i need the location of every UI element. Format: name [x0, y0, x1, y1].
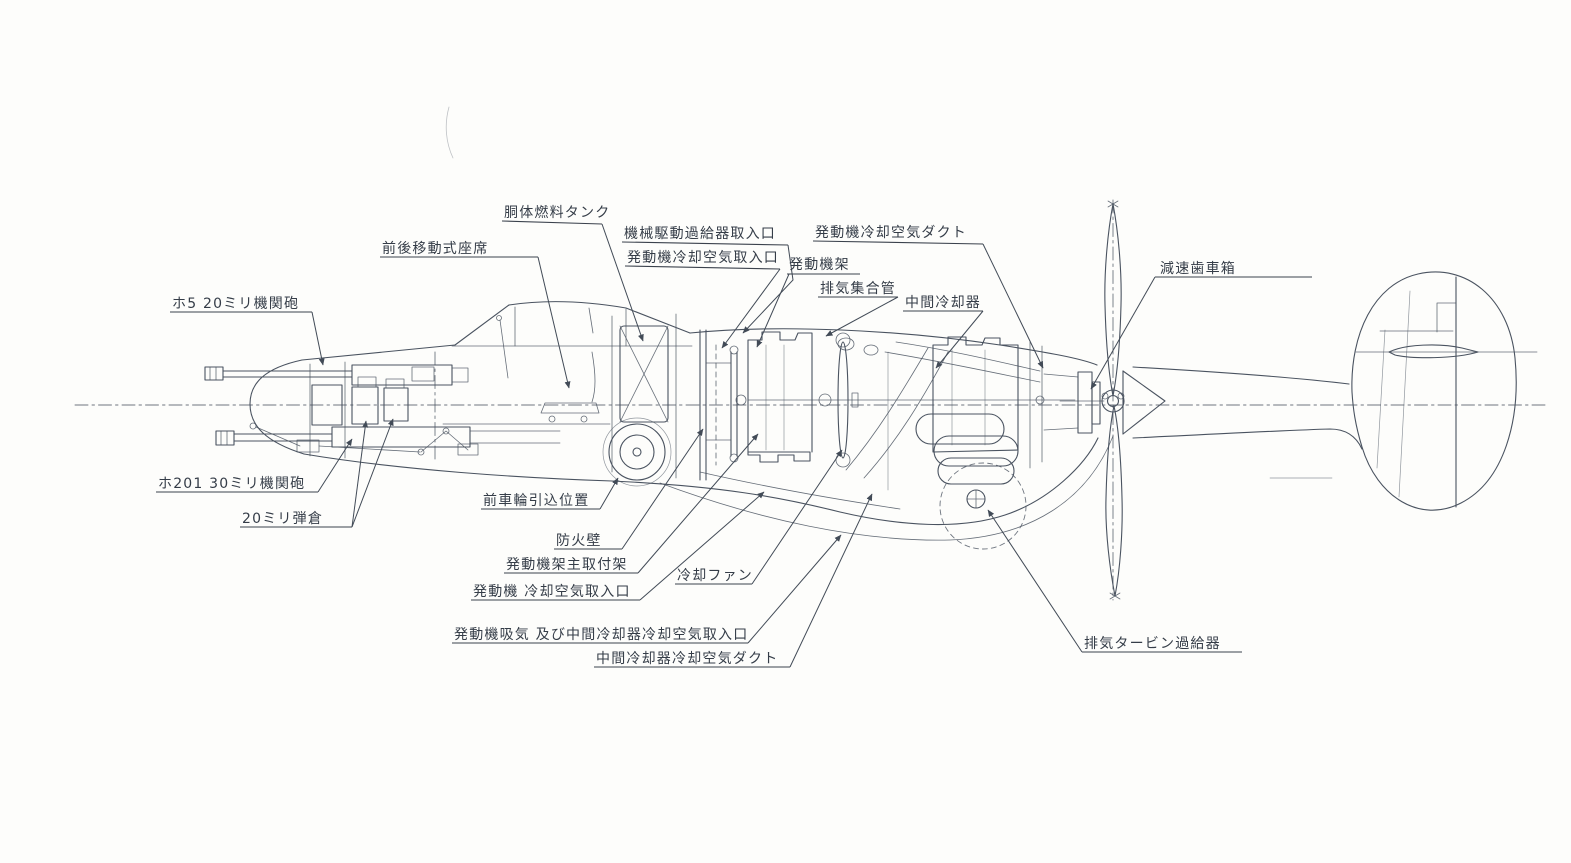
datum-centerlines	[74, 199, 1546, 601]
cooling-ducts	[845, 341, 1043, 491]
pilot-seat	[496, 307, 600, 423]
label-firewall: 防火壁	[556, 533, 602, 549]
cannon-30mm	[215, 426, 561, 448]
label-engine-cooling-air-duct: 発動機冷却空気ダクト	[815, 225, 967, 241]
label-engine-cooling-air-intake-lower: 発動機 冷却空気取入口	[473, 584, 631, 600]
label-engine-intake-and-intercooler-intake: 発動機吸気 及び中間冷却器冷却空気取入口	[454, 627, 748, 643]
stray-pencil-mark	[445, 106, 454, 159]
leader-line	[756, 273, 790, 348]
leader-line	[789, 493, 873, 668]
leader-line	[747, 534, 842, 644]
ammunition-magazines	[309, 361, 435, 459]
cooling-fan-blade	[835, 332, 851, 468]
label-intercooler: 中間冷却器	[905, 295, 981, 311]
label-nose-wheel-retracted-position: 前車輪引込位置	[483, 492, 589, 509]
leader-line	[637, 433, 759, 574]
leader-line	[311, 311, 325, 366]
gear-linkage	[249, 422, 479, 456]
intercooler-core	[915, 413, 1019, 485]
leader-line	[751, 449, 843, 585]
tail-boom	[1132, 366, 1363, 479]
label-ho201-30mm-cannon: ホ201 30ミリ機関砲	[158, 476, 305, 492]
fuel-tank	[611, 313, 677, 479]
turbocharger	[939, 462, 1027, 550]
engine-block	[705, 331, 1076, 463]
leader-line	[621, 428, 704, 550]
leader-line	[351, 420, 369, 528]
leader-line	[599, 477, 619, 510]
label-engine-mount-main-attachment: 発動機架主取付架	[506, 557, 628, 573]
cannon-20mm	[204, 364, 469, 386]
annotation-labels: ホ5 20ミリ機関砲 前後移動式座席 胴体燃料タンク 機械駆動過給器取入口 発動…	[158, 204, 1236, 667]
leader-line	[742, 244, 794, 334]
label-exhaust-collector-pipe: 排気集合管	[820, 280, 896, 297]
propeller	[1101, 200, 1125, 600]
label-engine-cooling-air-intake-upper: 発動機冷却空気取入口	[627, 250, 779, 266]
leader-line	[982, 243, 1044, 369]
label-underlines	[156, 220, 1312, 668]
leader-line	[935, 310, 984, 369]
label-intercooler-cooling-air-duct: 中間冷却器冷却空気ダクト	[596, 651, 778, 667]
label-ho5-20mm-cannon: ホ5 20ミリ機関砲	[172, 296, 299, 312]
nose-wheel	[602, 417, 672, 487]
spinner-cone	[1122, 370, 1166, 435]
tail-fin	[1351, 271, 1517, 511]
label-reduction-gear-box: 減速歯車箱	[1160, 260, 1236, 277]
leader-line	[1090, 276, 1156, 390]
label-exhaust-turbo-supercharger: 排気タービン過給器	[1084, 636, 1221, 652]
reduction-gearbox	[1043, 371, 1105, 434]
leader-line	[987, 509, 1083, 653]
firewall-line	[699, 329, 717, 481]
fuselage-outline	[249, 301, 1114, 541]
label-fore-aft-movable-seat: 前後移動式座席	[382, 240, 488, 257]
horizontal-stabilizer-airfoil	[1355, 344, 1538, 359]
leader-lines	[311, 223, 1156, 668]
leader-line	[825, 296, 899, 337]
label-mechanical-supercharger-intake: 機械駆動過給器取入口	[624, 226, 776, 242]
leader-line	[639, 491, 765, 601]
leader-line	[537, 256, 571, 389]
leader-line	[317, 438, 353, 493]
cockpit-canopy	[442, 306, 693, 425]
leader-line	[351, 418, 394, 528]
label-20mm-magazine: 20ミリ弾倉	[242, 511, 323, 527]
label-fuselage-fuel-tank: 胴体燃料タンク	[504, 204, 610, 221]
leader-line	[721, 268, 781, 349]
label-engine-mount: 発動機架	[789, 257, 850, 273]
label-cooling-fan: 冷却ファン	[677, 568, 753, 584]
leader-line	[601, 223, 644, 342]
